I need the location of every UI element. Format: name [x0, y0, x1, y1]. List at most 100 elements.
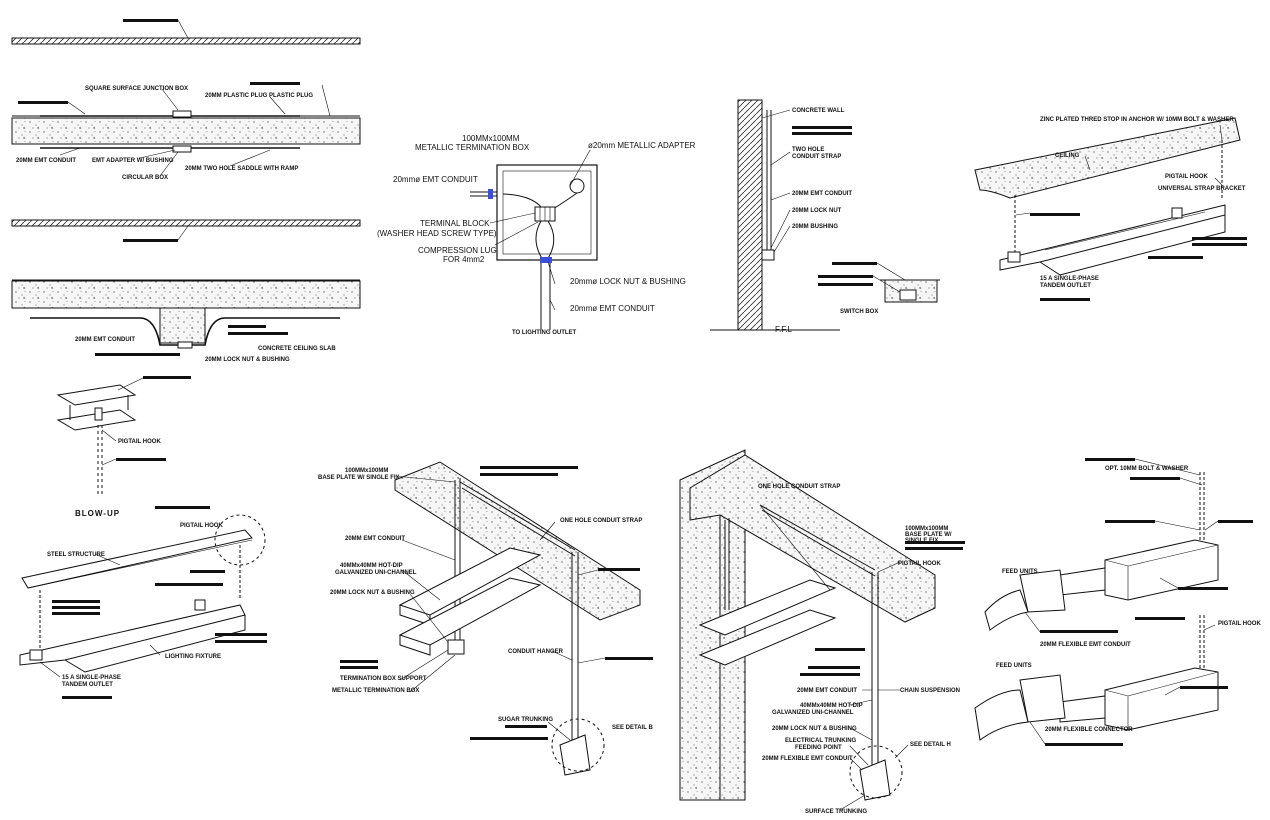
- detail-beam: PIGTAIL HOOK BLOW-UP: [56, 376, 191, 518]
- label-adapter: ø20mm METALLIC ADAPTER: [588, 141, 696, 150]
- label-blowup: BLOW-UP: [75, 509, 120, 518]
- label-flex-connector: 20MM FLEXIBLE CONNECTOR: [1045, 727, 1133, 733]
- label-pigtail-hook-s: PIGTAIL HOOK: [180, 523, 223, 529]
- detail-flex: OPT. 10MM BOLT & WASHER FEED UNITS 20MM …: [974, 458, 1261, 746]
- detail-steel-fixture: PIGTAIL HOOK STEEL STRUCTURE LIGHTING FI…: [19, 506, 267, 699]
- label-box-title-1: 100MMx100MM: [462, 134, 520, 143]
- label-bar: [123, 19, 178, 22]
- metallic-termination-box: [447, 639, 465, 655]
- label-outlet-2-s: TANDEM OUTLET: [62, 682, 113, 688]
- label-conduit-out: 20mmø EMT CONDUIT: [570, 304, 655, 313]
- label-pigtail-hook-b: PIGTAIL HOOK: [118, 439, 161, 445]
- concrete-ceiling-slab: [11, 280, 361, 309]
- concrete-wall: [737, 99, 763, 331]
- label-outlet-1-s: 15 A SINGLE-PHASE: [62, 675, 121, 681]
- see-detail-circle-h: [849, 745, 903, 799]
- label-box-support: TERMINATION BOX SUPPORT: [340, 676, 427, 682]
- label-conduit-hanger: CONDUIT HANGER: [508, 649, 564, 655]
- label-strap-bracket: UNIVERSAL STRAP BRACKET: [1158, 186, 1246, 192]
- label-base-plate-2: BASE PLATE W/ SINGLE FIX: [318, 475, 400, 481]
- label-conduit-in: 20mmø EMT CONDUIT: [393, 175, 478, 184]
- label-flex-conduit-r: 20MM FLEXIBLE EMT CONDUIT: [762, 756, 853, 762]
- label-trunking-2: FEEDING POINT: [795, 745, 842, 751]
- detail-wall: CONCRETE WALL TWO HOLE CONDUIT STRAP 20M…: [710, 99, 940, 334]
- ceiling-slab-iso: [974, 117, 1241, 199]
- label-one-hole-strap-r: ONE HOLE CONDUIT STRAP: [758, 484, 840, 490]
- label-emt-conduit: 20MM EMT CONDUIT: [16, 158, 76, 164]
- label-wall-lock-nut: 20MM LOCK NUT: [792, 208, 842, 214]
- label-rod-stop: ZINC PLATED THRED STOP IN ANCHOR W/ 10MM…: [1040, 117, 1234, 123]
- label-two-hole-2: CONDUIT STRAP: [792, 154, 841, 160]
- label-one-hole-strap-c: ONE HOLE CONDUIT STRAP: [560, 518, 642, 524]
- label-concrete-slab: CONCRETE CEILING SLAB: [258, 346, 336, 352]
- label-lock-nut-c: 20MM LOCK NUT & BUSHING: [330, 590, 415, 596]
- concrete-beam: [159, 307, 206, 344]
- detail-termination-box: 100MMx100MM METALLIC TERMINATION BOX ø20…: [377, 134, 696, 336]
- blowup-circle: [214, 514, 266, 566]
- label-base-plate-r-3: SINGLE FIX: [905, 538, 938, 544]
- label-emt-conduit-drop: 20MM EMT CONDUIT: [75, 337, 135, 343]
- feed-unit-b-body: [1104, 667, 1219, 731]
- label-lug-1: COMPRESSION LUG: [418, 246, 497, 255]
- label-terminal-block-1: TERMINAL BLOCK: [420, 219, 490, 228]
- detail-ceiling-drop: 20MM EMT CONDUIT 20MM LOCK NUT & BUSHING…: [11, 279, 361, 363]
- label-pigtail-hook-c: PIGTAIL HOOK: [1165, 174, 1208, 180]
- label-termination-box-c: METALLIC TERMINATION BOX: [332, 688, 419, 694]
- label-galvanized-2-c: GALVANIZED UNI-CHANNEL: [335, 570, 417, 576]
- label-bolt-washer: OPT. 10MM BOLT & WASHER: [1105, 466, 1189, 472]
- label-terminal-block-2: (WASHER HEAD SCREW TYPE): [377, 229, 497, 238]
- label-see-detail-h: SEE DETAIL H: [910, 742, 951, 748]
- label-steel-structure: STEEL STRUCTURE: [47, 552, 105, 558]
- label-to-outlet: TO LIGHTING OUTLET: [512, 330, 577, 336]
- detail-cover: SQUARE SURFACE JUNCTION BOX 20MM PLASTIC…: [11, 19, 361, 242]
- label-feed-unit-a: FEED UNITS: [1002, 569, 1038, 575]
- label-emt-adapter: EMT ADAPTER W/ BUSHING: [92, 158, 174, 164]
- label-lighting-fixture: LIGHTING FIXTURE: [165, 654, 221, 660]
- label-outlet-2-c: TANDEM OUTLET: [1040, 283, 1091, 289]
- see-detail-circle-b: [551, 718, 605, 772]
- label-emt-conduit-c: 20MM EMT CONDUIT: [345, 536, 405, 542]
- ceiling-iso-r: [689, 454, 936, 623]
- label-wall-bushing: 20MM BUSHING: [792, 224, 838, 230]
- label-galvanized-2-r: GALVANIZED UNI-CHANNEL: [772, 710, 854, 716]
- label-plastic-plug: 20MM PLASTIC PLUG PLASTIC PLUG: [205, 93, 313, 99]
- label-lug-2: FOR 4mm2: [443, 255, 485, 264]
- label-ffl: F.F.L: [775, 325, 792, 334]
- label-flex-conduit: 20MM FLEXIBLE EMT CONDUIT: [1040, 642, 1131, 648]
- label-two-hole-saddle: 20MM TWO HOLE SADDLE WITH RAMP: [185, 166, 298, 172]
- label-lock-nut-box: 20mmø LOCK NUT & BUSHING: [570, 277, 686, 286]
- label-concrete-wall: CONCRETE WALL: [792, 108, 845, 114]
- label-lock-nut-r: 20MM LOCK NUT & BUSHING: [772, 726, 857, 732]
- floor-hatch: [11, 219, 361, 227]
- label-see-detail-b: SEE DETAIL B: [612, 725, 653, 731]
- label-base-plate-1: 100MMx100MM: [345, 468, 388, 474]
- label-switch-box: SWITCH BOX: [840, 309, 878, 315]
- label-surface-trunking: SURFACE TRUNKING: [805, 809, 867, 815]
- label-pigtail-hook-r: PIGTAIL HOOK: [898, 561, 941, 567]
- detail-iso-right: ONE HOLE CONDUIT STRAP 100MMx100MM BASE …: [679, 449, 965, 815]
- ceiling-hatch: [11, 37, 361, 45]
- detail-fixture-ceiling: ZINC PLATED THRED STOP IN ANCHOR W/ 10MM…: [974, 117, 1247, 301]
- switch-box: [899, 289, 917, 301]
- label-pigtail-hook-f: PIGTAIL HOOK: [1218, 621, 1261, 627]
- metallic-adapter: [569, 178, 585, 194]
- circular-box: [172, 145, 192, 153]
- label-ceiling: CEILING: [1055, 153, 1080, 159]
- label-lock-nut-drop: 20MM LOCK NUT & BUSHING: [205, 357, 290, 363]
- label-outlet-1-c: 15 A SINGLE-PHASE: [1040, 276, 1099, 282]
- ceiling-slab-iso-c: [394, 461, 641, 621]
- label-chain-suspension: CHAIN SUSPENSION: [900, 688, 960, 694]
- junction-box: [172, 110, 192, 118]
- label-base-plate-r-2: BASE PLATE W/: [905, 532, 952, 538]
- feed-unit-a-body: [1104, 539, 1219, 601]
- label-galvanized-1-r: 40MMx40MM HOT-DIP: [800, 703, 863, 709]
- label-galvanized-1-c: 40MMx40MM HOT-DIP: [340, 563, 403, 569]
- detail-iso-center: 100MMx100MM BASE PLATE W/ SINGLE FIX ONE…: [318, 461, 653, 776]
- label-emt-conduit-r: 20MM EMT CONDUIT: [797, 688, 857, 694]
- label-wall-emt: 20MM EMT CONDUIT: [792, 191, 852, 197]
- label-sugar-trunking: SUGAR TRUNKING: [498, 717, 553, 723]
- label-base-plate-r-1: 100MMx100MM: [905, 526, 948, 532]
- concrete-slab: [11, 117, 361, 145]
- label-box-title-2: METALLIC TERMINATION BOX: [415, 143, 530, 152]
- label-junction-box: SQUARE SURFACE JUNCTION BOX: [85, 86, 188, 92]
